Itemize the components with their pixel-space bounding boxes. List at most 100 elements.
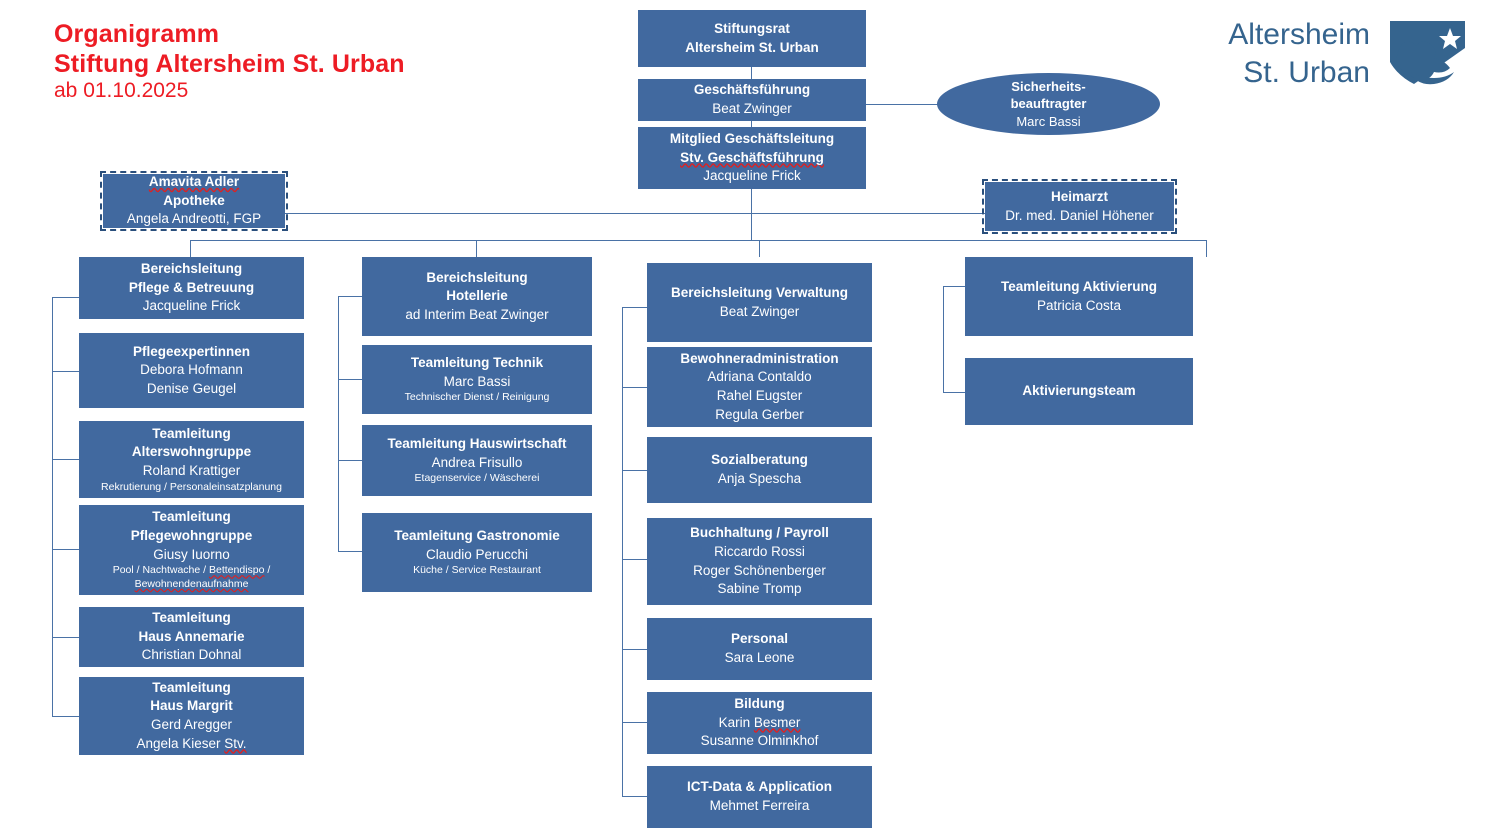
connector-branch-bl-verwaltung <box>622 307 647 309</box>
node-person-surname: Besmer <box>753 714 801 730</box>
node-detail-2: Bewohnendenaufnahme <box>135 578 249 592</box>
node-aktivierungsteam[interactable]: Aktivierungsteam <box>965 358 1193 425</box>
node-title: Pflegeexpertinnen <box>132 343 251 359</box>
node-person: Patricia Costa <box>1036 297 1122 313</box>
node-title: Amavita Adler <box>149 173 239 192</box>
node-subtitle: Haus Margrit <box>150 698 233 714</box>
node-title: Personal <box>730 631 789 647</box>
node-geschaeftsfuehrung[interactable]: Geschäftsführung Beat Zwinger <box>638 79 866 121</box>
node-title: Bereichsleitung Verwaltung <box>670 284 849 300</box>
node-person: Adriana Contaldo <box>707 369 812 385</box>
node-person-2: Angela Kieser Stv. <box>136 735 247 751</box>
node-heimarzt[interactable]: Heimarzt Dr. med. Daniel Höhener <box>982 179 1177 234</box>
connector-branch-sozialberatung <box>622 470 647 472</box>
title-effective-date: ab 01.10.2025 <box>54 79 189 102</box>
connector-bus-drop-pflege <box>190 240 192 257</box>
node-teamleitung-haus-margrit[interactable]: Teamleitung Haus Margrit Gerd Aregger An… <box>79 677 304 755</box>
node-person: Anja Spescha <box>717 471 802 486</box>
connector-gf-sicherheitsbeauftragter <box>865 104 940 106</box>
node-bereichsleitung-pflege-betreuung[interactable]: Bereichsleitung Pflege & Betreuung Jacqu… <box>79 257 304 319</box>
connector-bus-drop-hotellerie <box>476 240 478 257</box>
node-title: Teamleitung <box>152 679 231 695</box>
node-person: Karin Besmer <box>718 714 801 730</box>
node-detail: Pool / Nachtwache / Bettendispo / <box>112 564 271 577</box>
node-bereichsleitung-verwaltung[interactable]: Bereichsleitung Verwaltung Beat Zwinger <box>647 263 872 342</box>
node-teamleitung-haus-annemarie[interactable]: Teamleitung Haus Annemarie Christian Doh… <box>79 607 304 667</box>
node-title: Sicherheits- <box>1011 78 1086 94</box>
heraldic-shield-lion-star-icon <box>1388 20 1466 90</box>
connector-branch-hauswirtschaft <box>338 460 362 462</box>
node-title: Bereichsleitung <box>426 269 528 285</box>
node-person: Marc Bassi <box>443 373 511 389</box>
node-person-2-suffix: Stv. <box>224 735 247 751</box>
node-teamleitung-gastronomie[interactable]: Teamleitung Gastronomie Claudio Perucchi… <box>362 513 592 592</box>
node-title: Bereichsleitung <box>140 261 243 277</box>
page-title: Organigramm Stiftung Altersheim St. Urba… <box>54 20 405 104</box>
node-mitglied-geschaeftsleitung[interactable]: Mitglied Geschäftsleitung Stv. Geschäfts… <box>638 127 866 189</box>
connector-branch-haus-annemarie <box>52 637 79 639</box>
node-subtitle-text: Stv. Geschäftsführung <box>680 149 824 165</box>
node-subtitle: Stv. Geschäftsführung <box>680 149 824 168</box>
connector-branch-bildung <box>622 722 647 724</box>
node-person-2: Susanne Olminkhof <box>700 733 819 749</box>
node-subtitle: Alterswohngruppe <box>131 444 252 460</box>
node-bewohneradministration[interactable]: Bewohneradministration Adriana Contaldo … <box>647 347 872 427</box>
connector-branch-buchhaltung <box>622 559 647 561</box>
node-pflegeexpertinnen[interactable]: Pflegeexpertinnen Debora Hofmann Denise … <box>79 333 304 408</box>
connector-branch-alterswohngruppe <box>52 459 79 461</box>
node-title-text: Amavita Adler <box>148 174 240 190</box>
connector-branch-tl-aktivierung <box>943 286 965 288</box>
node-buchhaltung-payroll[interactable]: Buchhaltung / Payroll Riccardo Rossi Rog… <box>647 518 872 605</box>
logo-line-1: Altersheim <box>1228 18 1370 51</box>
node-teamleitung-aktivierung[interactable]: Teamleitung Aktivierung Patricia Costa <box>965 257 1193 336</box>
node-title: Sozialberatung <box>711 452 808 468</box>
node-title: Teamleitung <box>152 425 231 441</box>
node-person: Angela Andreotti, FGP <box>126 211 262 227</box>
node-person: Debora Hofmann <box>140 362 243 378</box>
node-title: Mitglied Geschäftsleitung <box>669 131 835 147</box>
connector-branch-bewohneradministration <box>622 387 647 389</box>
node-sicherheitsbeauftragter[interactable]: Sicherheits- beauftragter Marc Bassi <box>937 73 1160 135</box>
node-ict-data-application[interactable]: ICT-Data & Application Mehmet Ferreira <box>647 766 872 828</box>
connector-main-bus <box>190 240 1207 242</box>
node-person: Sara Leone <box>724 650 795 665</box>
node-teamleitung-pflegewohngruppe[interactable]: Teamleitung Pflegewohngruppe Giusy Iuorn… <box>79 505 304 595</box>
node-teamleitung-hauswirtschaft[interactable]: Teamleitung Hauswirtschaft Andrea Frisul… <box>362 425 592 496</box>
node-stiftungsrat[interactable]: Stiftungsrat Altersheim St. Urban <box>638 10 866 67</box>
node-title: ICT-Data & Application <box>686 779 832 795</box>
node-person-2: Roger Schönenberger <box>693 562 826 578</box>
node-title: Teamleitung <box>152 509 231 525</box>
node-person: Claudio Perucchi <box>425 546 529 562</box>
node-person: Andrea Frisullo <box>431 454 523 470</box>
node-person: Riccardo Rossi <box>714 543 805 559</box>
node-person-3: Sabine Tromp <box>717 581 802 597</box>
node-teamleitung-alterswohngruppe[interactable]: Teamleitung Alterswohngruppe Roland Krat… <box>79 421 304 498</box>
node-person: Beat Zwinger <box>712 101 792 116</box>
node-subtitle: Haus Annemarie <box>138 628 245 644</box>
node-subtitle: Altersheim St. Urban <box>685 39 819 55</box>
node-title: Stiftungsrat <box>714 20 790 36</box>
node-sozialberatung[interactable]: Sozialberatung Anja Spescha <box>647 437 872 503</box>
node-person: Giusy Iuorno <box>153 546 230 562</box>
node-person: Roland Krattiger <box>142 463 241 478</box>
node-person: Jacqueline Frick <box>703 168 801 184</box>
connector-branch-bl-pflege <box>52 297 79 299</box>
connector-bus-drop-aktivierung <box>1206 240 1208 257</box>
node-bildung[interactable]: Bildung Karin Besmer Susanne Olminkhof <box>647 692 872 754</box>
connector-branch-pflegeexpertinnen <box>52 371 79 373</box>
node-teamleitung-technik[interactable]: Teamleitung Technik Marc Bassi Technisch… <box>362 345 592 414</box>
node-person: Christian Dohnal <box>141 647 242 663</box>
connector-rail-verwaltung <box>622 307 624 796</box>
logo-line-2: St. Urban <box>1243 55 1370 89</box>
node-detail: Technischer Dienst / Reinigung <box>404 391 550 404</box>
connector-branch-gastronomie <box>338 551 362 553</box>
connector-branch-aktivierungsteam <box>943 392 965 394</box>
node-bereichsleitung-hotellerie[interactable]: Bereichsleitung Hotellerie ad Interim Be… <box>362 257 592 336</box>
connector-branch-personal <box>622 649 647 651</box>
node-person: ad Interim Beat Zwinger <box>405 306 549 322</box>
connector-apotheke-heimarzt <box>285 213 985 215</box>
node-apotheke[interactable]: Amavita Adler Apotheke Angela Andreotti,… <box>100 171 288 231</box>
node-subtitle: beauftragter <box>1010 96 1087 112</box>
node-personal[interactable]: Personal Sara Leone <box>647 618 872 680</box>
node-title: Bewohneradministration <box>680 350 839 366</box>
